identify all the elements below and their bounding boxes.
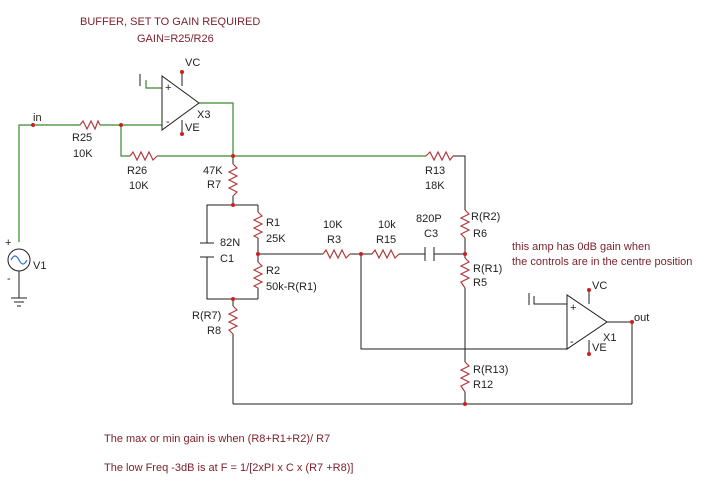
resistor-r26: R26 10K [127,150,158,192]
r12-value: R(R13) [473,364,508,376]
v1-plus: + [5,237,11,249]
x3-ref: X3 [197,109,210,121]
r3-ref: R3 [327,234,341,246]
v1-ref: V1 [33,260,46,272]
opamp-x1: + - VC VE X1 [528,280,616,356]
capacitor-c1: 82N C1 [200,237,240,265]
r25-ref: R25 [72,132,92,144]
r15-value: 10k [378,219,396,231]
opamp-x3: + - VC VE X3 [139,57,210,136]
c1-value: 82N [220,237,240,249]
r13-value: 18K [425,180,445,192]
resistor-r3: 10K R3 [322,219,351,260]
x1-plus: + [570,302,576,314]
capacitor-c3: 820P C3 [416,213,442,261]
c1-ref: C1 [220,253,234,265]
resistor-r15: 10k R15 [371,219,400,260]
x3-plus: + [165,82,171,94]
wires-black [206,155,633,405]
r8-value: R(R7) [192,310,221,322]
x1-ref: X1 [603,332,616,344]
resistor-r25: R25 10K [72,119,101,160]
resistor-r6: R(R2) R6 [459,209,500,240]
r26-ref: R26 [127,165,147,177]
c3-value: 820P [416,213,442,225]
r7-ref: R7 [207,179,221,191]
footer-note-2: The low Freq -3dB is at F = 1/[2xPI x C … [104,462,353,474]
x1-minus: - [570,336,574,348]
r1-ref: R1 [266,217,280,229]
r5-value: R(R1) [473,263,502,275]
r5-ref: R5 [473,277,487,289]
c3-ref: C3 [424,228,438,240]
gain-note-line-1: this amp has 0dB gain when [512,241,650,253]
r6-ref: R6 [473,228,487,240]
x1-supply-pos: VC [592,280,607,292]
source-v1: + - V1 [5,237,46,307]
resistor-r1: R1 25K [252,211,286,245]
header-subtitle: GAIN=R25/R26 [137,33,214,45]
v1-minus: - [7,273,11,285]
r25-value: 10K [73,148,93,160]
gain-note-line-2: the controls are in the centre position [512,256,692,268]
r26-value: 10K [129,180,149,192]
x3-minus: - [166,116,170,128]
junction-nodes [31,123,634,406]
resistor-r13: R13 18K [425,150,454,192]
resistor-r2: R2 50k-R(R1) [252,261,317,293]
r2-value: 50k-R(R1) [266,281,317,293]
x3-supply-pos: VC [185,57,200,69]
r2-ref: R2 [266,265,280,277]
x1-supply-neg: VE [592,342,607,354]
net-label-in: in [33,112,42,124]
header-title: BUFFER, SET TO GAIN REQUIRED [80,16,260,28]
footer-note-1: The max or min gain is when (R8+R1+R2)/ … [104,433,330,445]
resistor-r8: R(R7) R8 [192,305,239,337]
resistor-r5: R(R1) R5 [459,257,502,289]
wires-green [18,80,426,242]
x3-supply-neg: VE [185,122,200,134]
r7-value: 47K [203,165,223,177]
r13-ref: R13 [425,165,445,177]
net-label-out: out [634,312,649,324]
r15-ref: R15 [376,234,396,246]
r8-ref: R8 [207,325,221,337]
r3-value: 10K [323,219,343,231]
resistor-r7: 47K R7 [203,163,239,197]
r1-value: 25K [266,233,286,245]
resistor-r12: R(R13) R12 [459,361,508,393]
r12-ref: R12 [473,379,493,391]
r6-value: R(R2) [471,211,500,223]
